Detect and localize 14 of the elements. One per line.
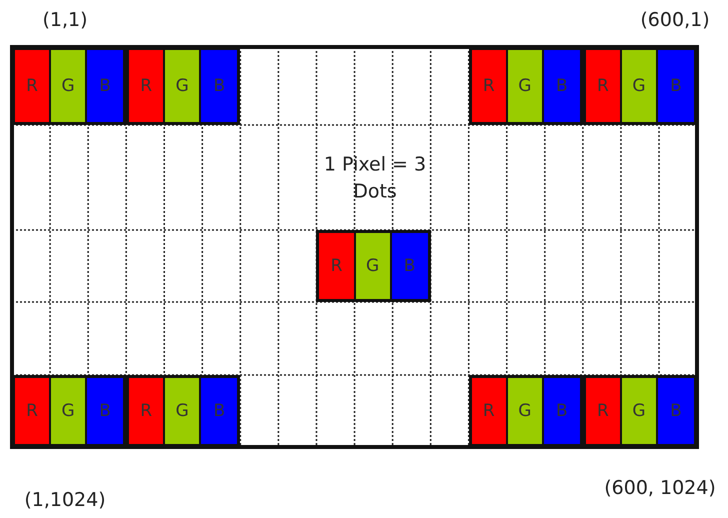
coordinate-label: (600,1) (640, 9, 710, 31)
pixel-box (126, 47, 240, 125)
pixel-box (468, 47, 583, 125)
caption-text: 1 Pixel = 3 Dots (322, 152, 428, 204)
pixel-box (12, 375, 126, 447)
pixel-box (126, 375, 240, 447)
pixel-box (316, 230, 431, 302)
coordinate-label: (1,1) (42, 9, 88, 31)
pixel-box (582, 375, 698, 447)
coordinate-label: (1,1024) (24, 489, 106, 511)
pixel-box (582, 47, 698, 125)
coordinate-label: (600, 1024) (604, 477, 716, 499)
pixel-box (12, 47, 126, 125)
pixel-box (468, 375, 583, 447)
